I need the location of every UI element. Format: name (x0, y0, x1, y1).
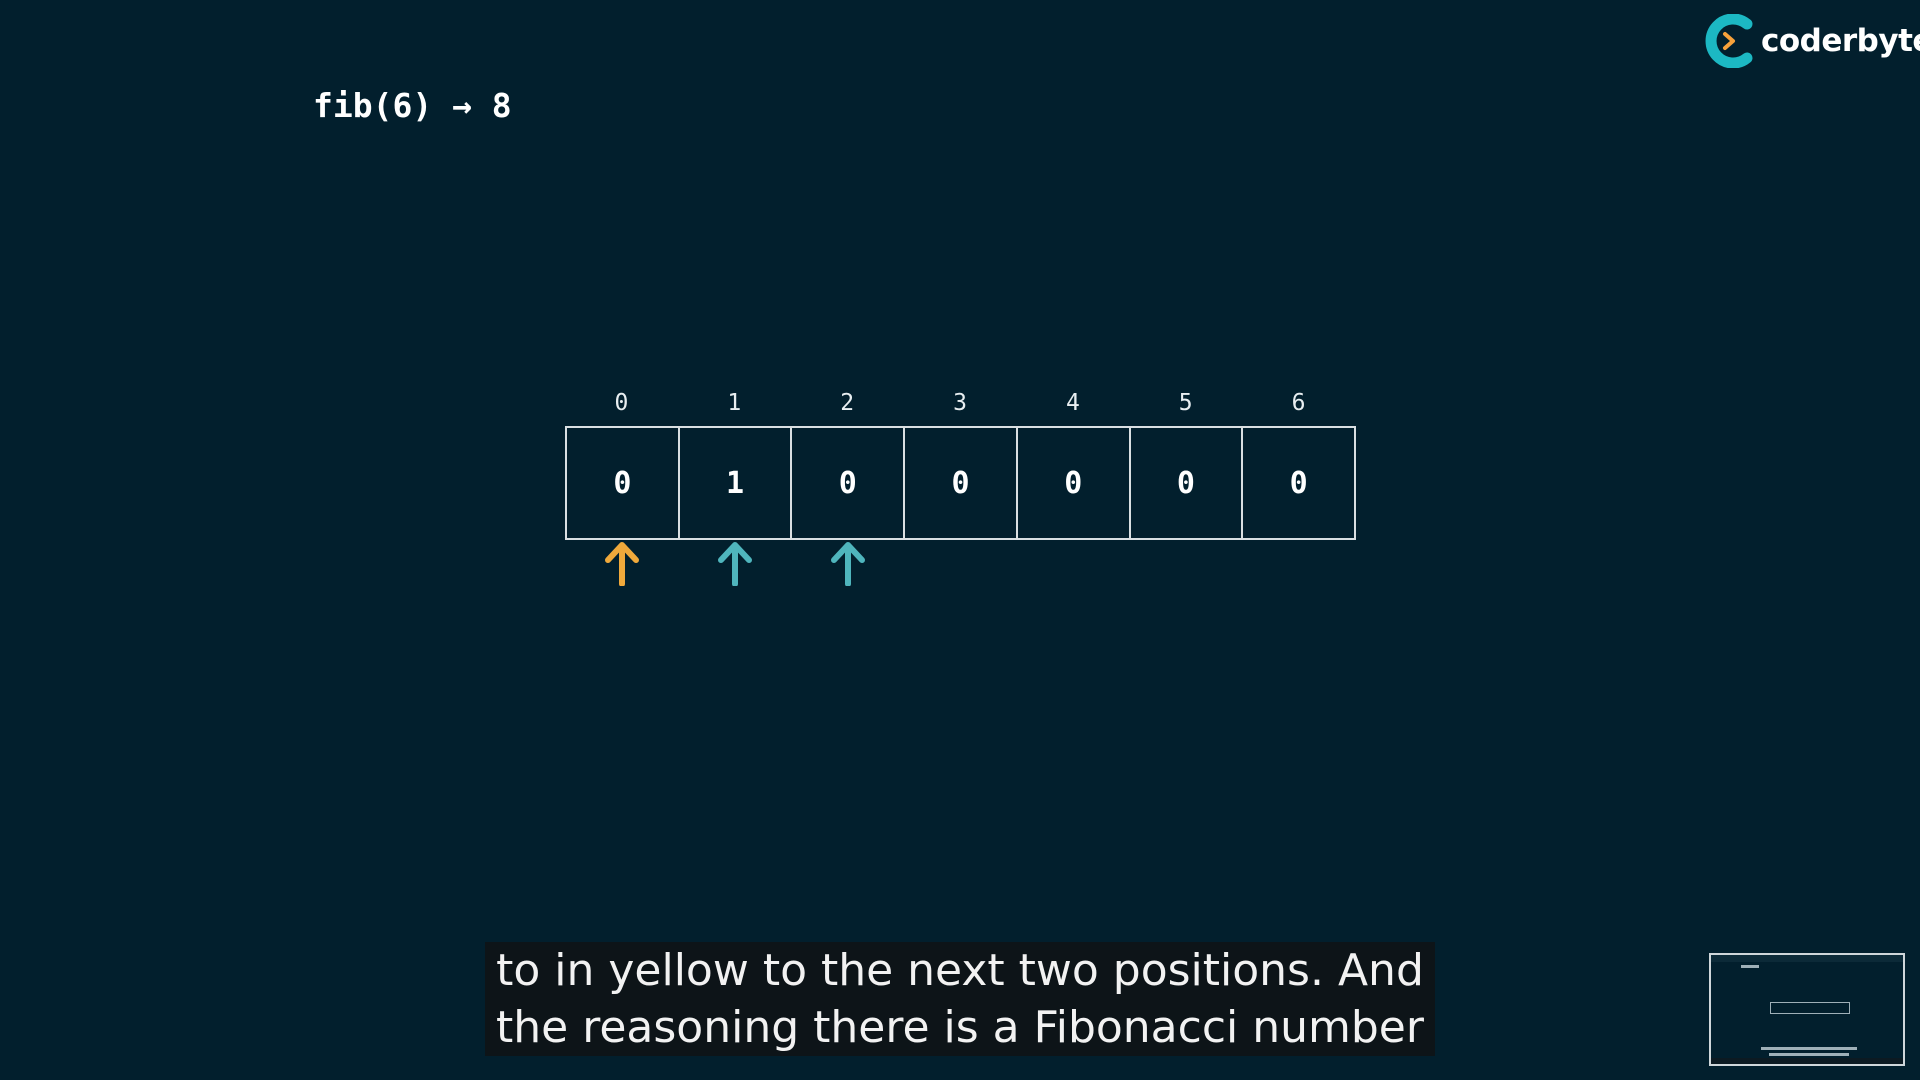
array-index: 4 (1065, 390, 1080, 416)
array-cell: 0 (1289, 465, 1308, 501)
array-cell: 1 (680, 428, 793, 538)
coderbyte-logo: coderbyte (1703, 14, 1920, 68)
array-index: 1 (727, 390, 742, 416)
coderbyte-logo-icon (1705, 14, 1753, 68)
thumbnail-controls (1711, 1058, 1903, 1064)
subtitle-captions: to in yellow to the next two positions. … (0, 942, 1920, 1056)
page-title: fib(6) → 8 (313, 86, 512, 125)
caption-line: the reasoning there is a Fibonacci numbe… (485, 999, 1435, 1056)
logo-wordmark: coderbyte (1761, 23, 1920, 59)
video-thumbnail-preview[interactable] (1709, 953, 1905, 1066)
thumbnail-title (1741, 965, 1759, 968)
thumbnail-array (1770, 1002, 1850, 1014)
current-pointer-arrow-icon (605, 542, 639, 586)
array-index: 6 (1291, 390, 1306, 416)
caption-line: to in yellow to the next two positions. … (485, 942, 1435, 999)
array-cell: 0 (1131, 428, 1244, 538)
array-cell: 0 (567, 428, 680, 538)
array-indices: 0 1 2 3 4 5 6 (565, 390, 1355, 422)
array-cell: 0 (905, 428, 1018, 538)
array-index: 5 (1178, 390, 1193, 416)
array-cell: 0 (1018, 428, 1131, 538)
thumbnail-topbar (1711, 955, 1903, 962)
array-index: 2 (840, 390, 855, 416)
array-index: 0 (614, 390, 629, 416)
next-pointer-arrow-icon (831, 542, 865, 586)
array-index: 3 (953, 390, 967, 416)
array-cell: 0 (792, 428, 906, 538)
thumbnail-caption (1769, 1053, 1849, 1056)
next-pointer-arrow-icon (718, 542, 752, 586)
thumbnail-caption (1761, 1047, 1857, 1050)
fib-table-array: 0 1 0 0 0 0 0 (565, 426, 1356, 540)
